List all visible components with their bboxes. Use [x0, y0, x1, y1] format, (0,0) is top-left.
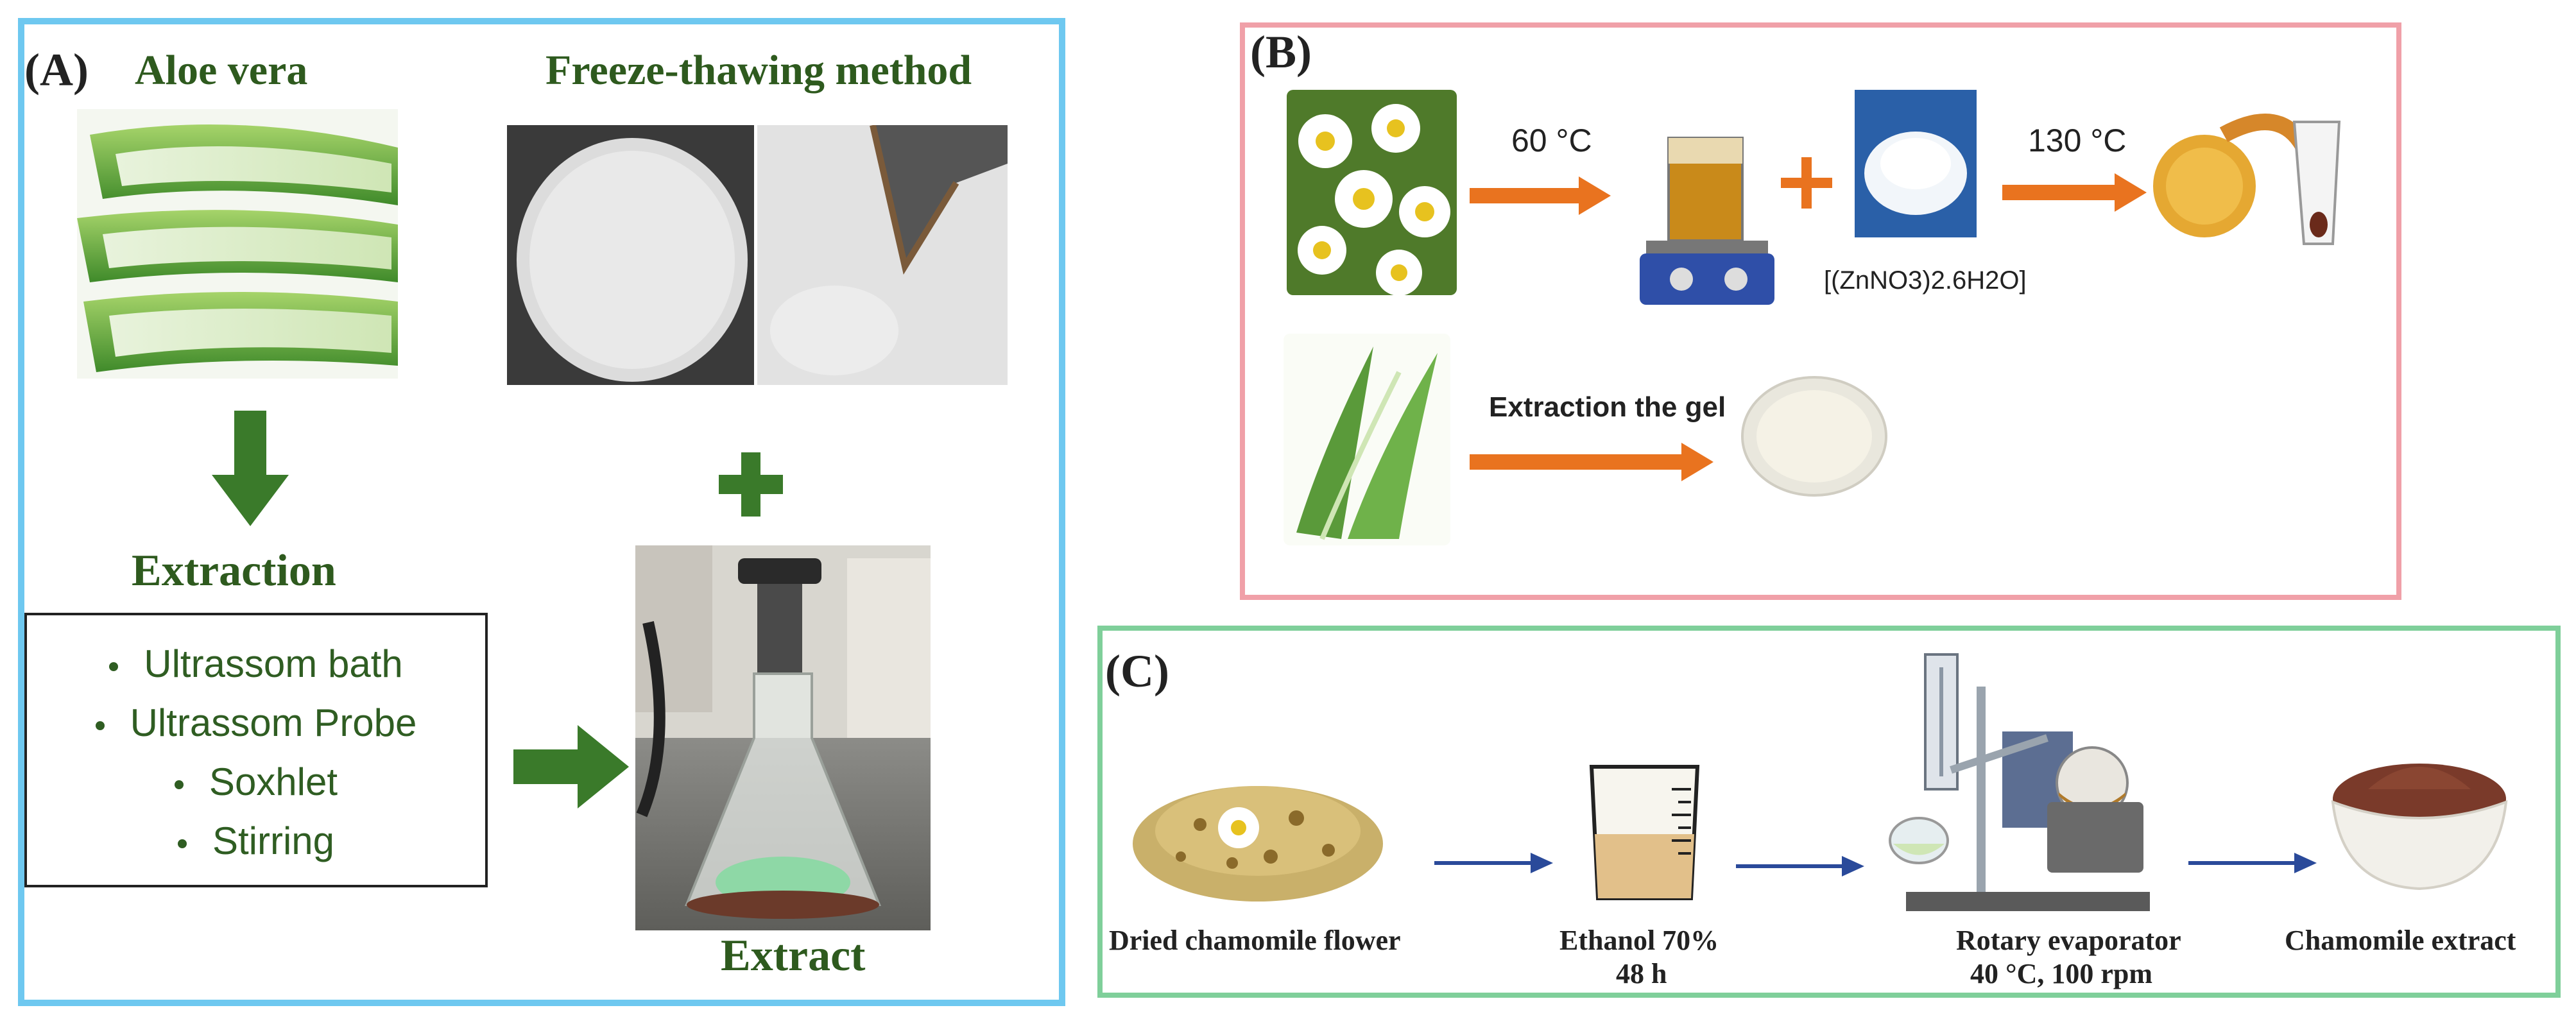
extraction-methods-box: Ultrassom bath Ultrassom Probe Soxhlet S…: [24, 613, 488, 887]
down-arrow-icon: [212, 411, 289, 526]
method-item: Ultrassom bath: [27, 635, 485, 694]
orange-arrow-icon: [2002, 173, 2147, 212]
panel-a-label: (A): [24, 44, 89, 96]
freeze-thawing-title: Freeze-thawing method: [545, 47, 972, 94]
blue-arrow-icon: [2188, 850, 2317, 876]
gel-powder-image: [1739, 372, 1890, 500]
blue-arrow-icon: [1736, 853, 1864, 879]
ethanol-beaker-image: [1585, 764, 1704, 902]
aloe-vera-title: Aloe vera: [135, 47, 308, 94]
blue-arrow-icon: [1434, 850, 1553, 876]
chamomile-flowers-image: [1287, 90, 1457, 295]
method-label: Ultrassom bath: [144, 642, 403, 685]
method-item: Ultrassom Probe: [27, 694, 485, 753]
freeze-thaw-image-right: [757, 124, 1008, 385]
extraction-title: Extraction: [132, 546, 336, 595]
method-item: Stirring: [27, 812, 485, 871]
chamomile-extract-image: [2330, 738, 2509, 892]
zinc-nitrate-label: [(ZnNO3)2.6H2O]: [1824, 266, 2027, 295]
extraction-gel-label: Extraction the gel: [1489, 391, 1726, 423]
hotplate-beaker-image: [1633, 125, 1781, 308]
method-label: Stirring: [212, 819, 335, 862]
freeze-thaw-image-left: [507, 125, 754, 385]
aloe-vera-slices-image: [77, 109, 398, 379]
right-arrow-icon: [513, 725, 629, 808]
step-rotary-evaporator-label: Rotary evaporator: [1956, 925, 2181, 956]
aloe-leaves-image: [1284, 334, 1450, 545]
rotary-evaporator-image: [1880, 648, 2156, 918]
step-chamomile-extract-label: Chamomile extract: [2285, 925, 2516, 956]
panel-b-label: (B): [1250, 26, 1312, 78]
temperature-130-label: 130 °C: [2028, 123, 2127, 158]
bullet-icon: [174, 780, 184, 790]
orange-arrow-icon: [1470, 443, 1713, 481]
step-dried-chamomile-label: Dried chamomile flower: [1109, 925, 1401, 956]
bullet-icon: [177, 839, 187, 849]
bullet-icon: [95, 721, 105, 731]
plus-icon: [1781, 157, 1832, 209]
extract-flask-image: [635, 545, 931, 930]
method-label: Ultrassom Probe: [130, 701, 417, 744]
orange-arrow-icon: [1470, 176, 1611, 215]
dried-chamomile-image: [1129, 754, 1386, 902]
method-item: Soxhlet: [27, 753, 485, 812]
step-ethanol-label: Ethanol 70%: [1559, 925, 1719, 956]
extract-label: Extract: [721, 931, 866, 980]
step-ethanol-duration: 48 h: [1616, 958, 1667, 989]
plus-icon: [719, 452, 783, 517]
bullet-icon: [109, 662, 119, 672]
step-rotary-conditions: 40 °C, 100 rpm: [1970, 958, 2153, 989]
method-label: Soxhlet: [209, 760, 338, 803]
nanoparticle-product-image: [2147, 96, 2365, 263]
panel-c-label: (C): [1105, 645, 1169, 697]
zinc-nitrate-image: [1855, 90, 1977, 237]
temperature-60-label: 60 °C: [1511, 123, 1592, 158]
